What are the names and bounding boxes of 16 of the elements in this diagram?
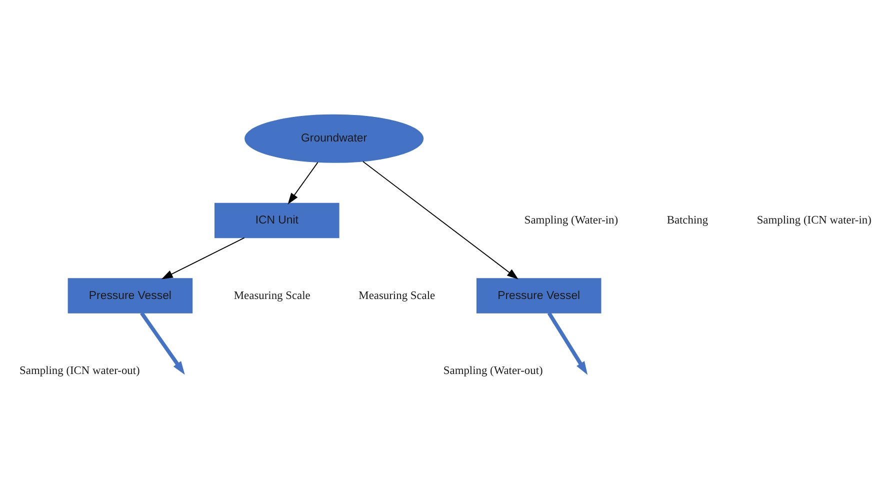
arrow	[161, 236, 245, 279]
node-box: Pressure Vessel	[476, 278, 602, 313]
label: Batching	[666, 214, 708, 226]
label: Measuring Scale	[234, 289, 310, 302]
node-box: Pressure Vessel	[68, 278, 193, 313]
arrow	[362, 160, 518, 279]
label: Measuring Scale	[358, 289, 436, 302]
node-box: ICN Unit	[214, 202, 340, 238]
label: Sampling (Water-out)	[443, 364, 543, 376]
label: Sampling (Water-in)	[524, 214, 618, 226]
arrow	[140, 311, 185, 374]
node-ellipse: Groundwater	[244, 114, 424, 162]
arrow	[547, 312, 588, 374]
label: Sampling (ICN water-out)	[20, 364, 140, 376]
label: Sampling (ICN water-in)	[756, 214, 872, 226]
arrow	[288, 161, 318, 204]
